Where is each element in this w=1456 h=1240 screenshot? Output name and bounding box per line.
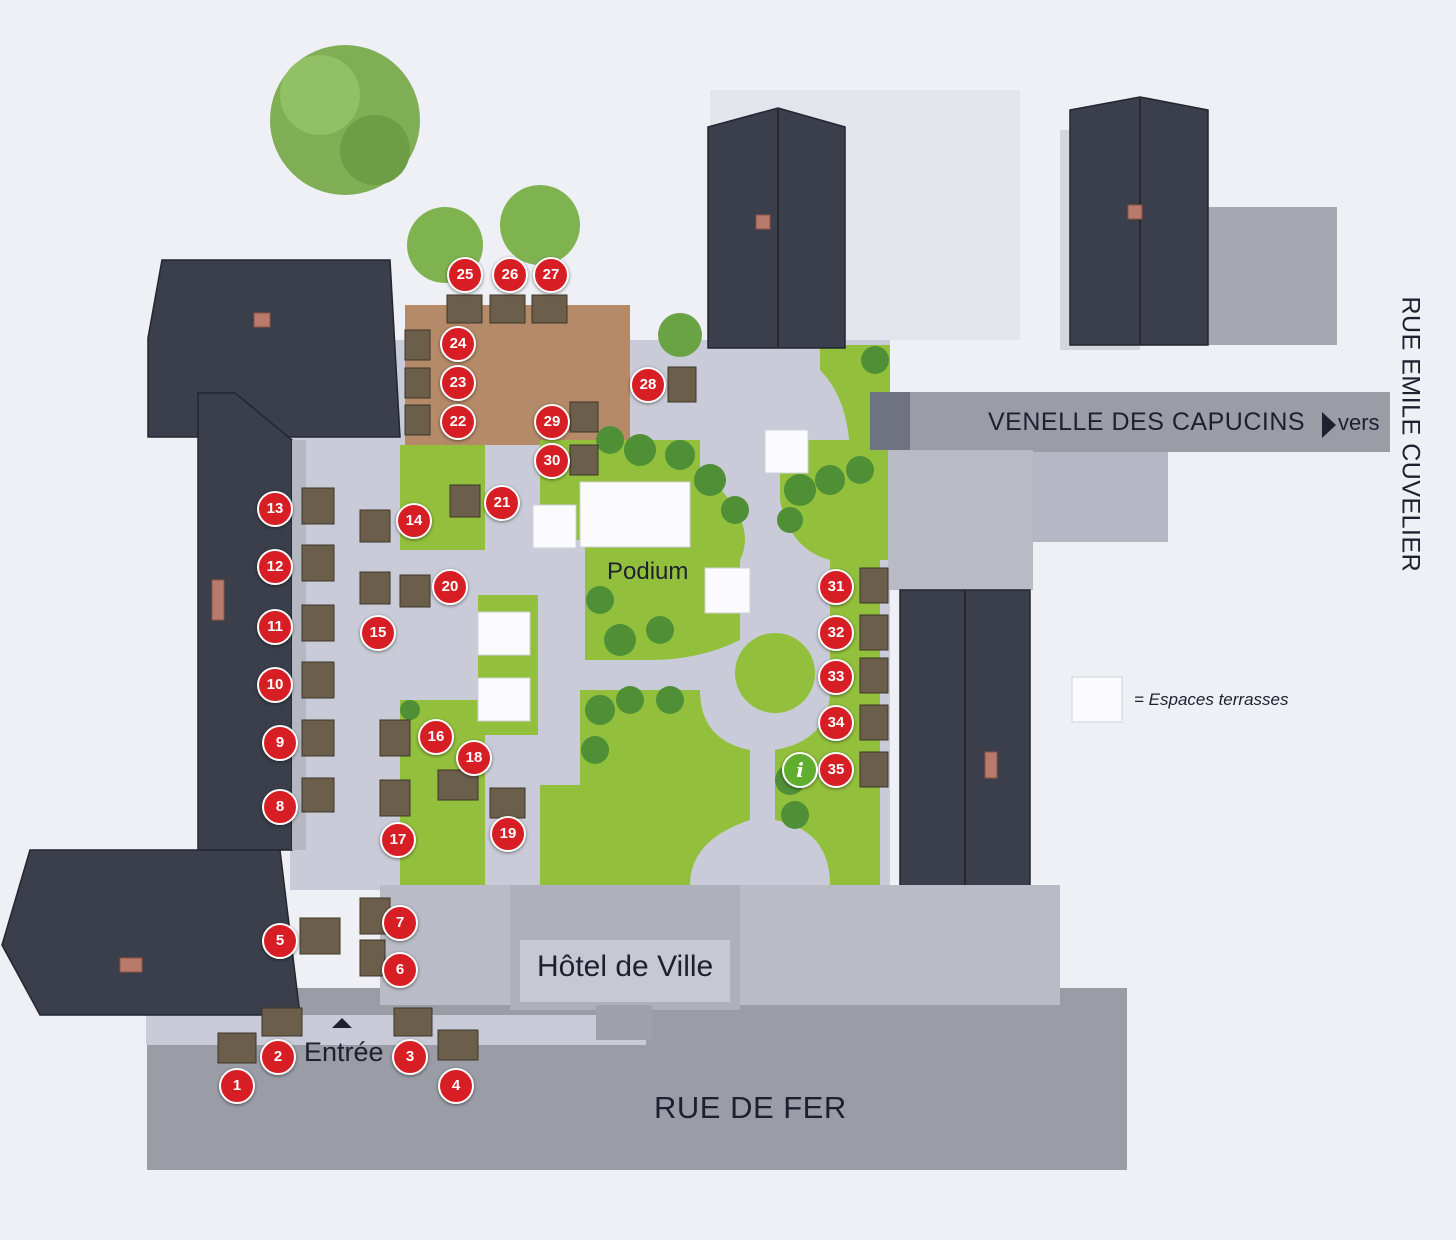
legend-tent-sample <box>1071 676 1123 723</box>
stand-marker[interactable]: 31 <box>818 569 854 605</box>
stand-marker[interactable]: 13 <box>257 491 293 527</box>
stand-marker[interactable]: 4 <box>438 1068 474 1104</box>
legend-terrace-label: = Espaces terrasses <box>1134 690 1289 709</box>
stand-marker[interactable]: 23 <box>440 365 476 401</box>
terrace-tent <box>764 429 809 474</box>
tree <box>500 185 580 265</box>
stand-marker[interactable]: 26 <box>492 257 528 293</box>
building-roof <box>147 259 401 438</box>
stand-marker[interactable]: 9 <box>262 725 298 761</box>
stand-marker[interactable]: 16 <box>418 719 454 755</box>
terrace-tent <box>532 504 577 549</box>
stand-marker[interactable]: 6 <box>382 952 418 988</box>
building-roof <box>707 107 846 349</box>
stand-marker[interactable]: 11 <box>257 609 293 645</box>
building <box>888 450 1033 590</box>
podium-stage <box>579 481 691 548</box>
stand-marker[interactable]: 3 <box>392 1039 428 1075</box>
street-label-rue-emile-cuvelier: RUE EMILE CUVELIER <box>1396 296 1425 573</box>
stand-marker[interactable]: 7 <box>382 905 418 941</box>
stand-marker[interactable]: 1 <box>219 1068 255 1104</box>
stand-marker[interactable]: 33 <box>818 659 854 695</box>
stand-marker[interactable]: 8 <box>262 789 298 825</box>
vers-label: vers <box>1338 410 1380 435</box>
stand-marker[interactable]: 30 <box>534 443 570 479</box>
hotel-de-ville-label: Hôtel de Ville <box>537 950 714 983</box>
stand-marker[interactable]: 35 <box>818 752 854 788</box>
terrace-tent <box>477 677 531 722</box>
vers-arrow-icon <box>1322 412 1336 438</box>
stand-marker[interactable]: 29 <box>534 404 570 440</box>
lawn <box>735 633 815 713</box>
stand-marker[interactable]: 21 <box>484 485 520 521</box>
stand-marker[interactable]: 28 <box>630 367 666 403</box>
stand-marker[interactable]: 25 <box>447 257 483 293</box>
stand-marker[interactable]: 2 <box>260 1039 296 1075</box>
stand-marker[interactable]: 27 <box>533 257 569 293</box>
info-point-icon[interactable]: i <box>782 752 818 788</box>
stand-marker[interactable]: 20 <box>432 569 468 605</box>
stand-marker[interactable]: 15 <box>360 615 396 651</box>
stand-marker[interactable]: 32 <box>818 615 854 651</box>
stand-marker[interactable]: 18 <box>456 740 492 776</box>
stand-marker[interactable]: 22 <box>440 404 476 440</box>
street-label-venelle: VENELLE DES CAPUCINS <box>988 408 1306 436</box>
stand-marker[interactable]: 34 <box>818 705 854 741</box>
stand-marker[interactable]: 14 <box>396 503 432 539</box>
street-label-rue-de-fer: RUE DE FER <box>654 1090 847 1125</box>
podium-label: Podium <box>607 558 689 585</box>
stand-marker[interactable]: 10 <box>257 667 293 703</box>
entree-arrow-icon <box>332 1018 352 1028</box>
stand-marker[interactable]: 24 <box>440 326 476 362</box>
terrace-tent <box>704 567 751 614</box>
venelle-road <box>880 392 1390 452</box>
stand-marker[interactable]: 17 <box>380 822 416 858</box>
entree-label: Entrée <box>304 1037 384 1067</box>
stand-marker[interactable]: 5 <box>262 923 298 959</box>
building-roof <box>1 849 301 1016</box>
tree <box>658 313 702 357</box>
stand-marker[interactable]: 12 <box>257 549 293 585</box>
terrace-tent <box>477 611 531 656</box>
stand-marker[interactable]: 19 <box>490 816 526 852</box>
